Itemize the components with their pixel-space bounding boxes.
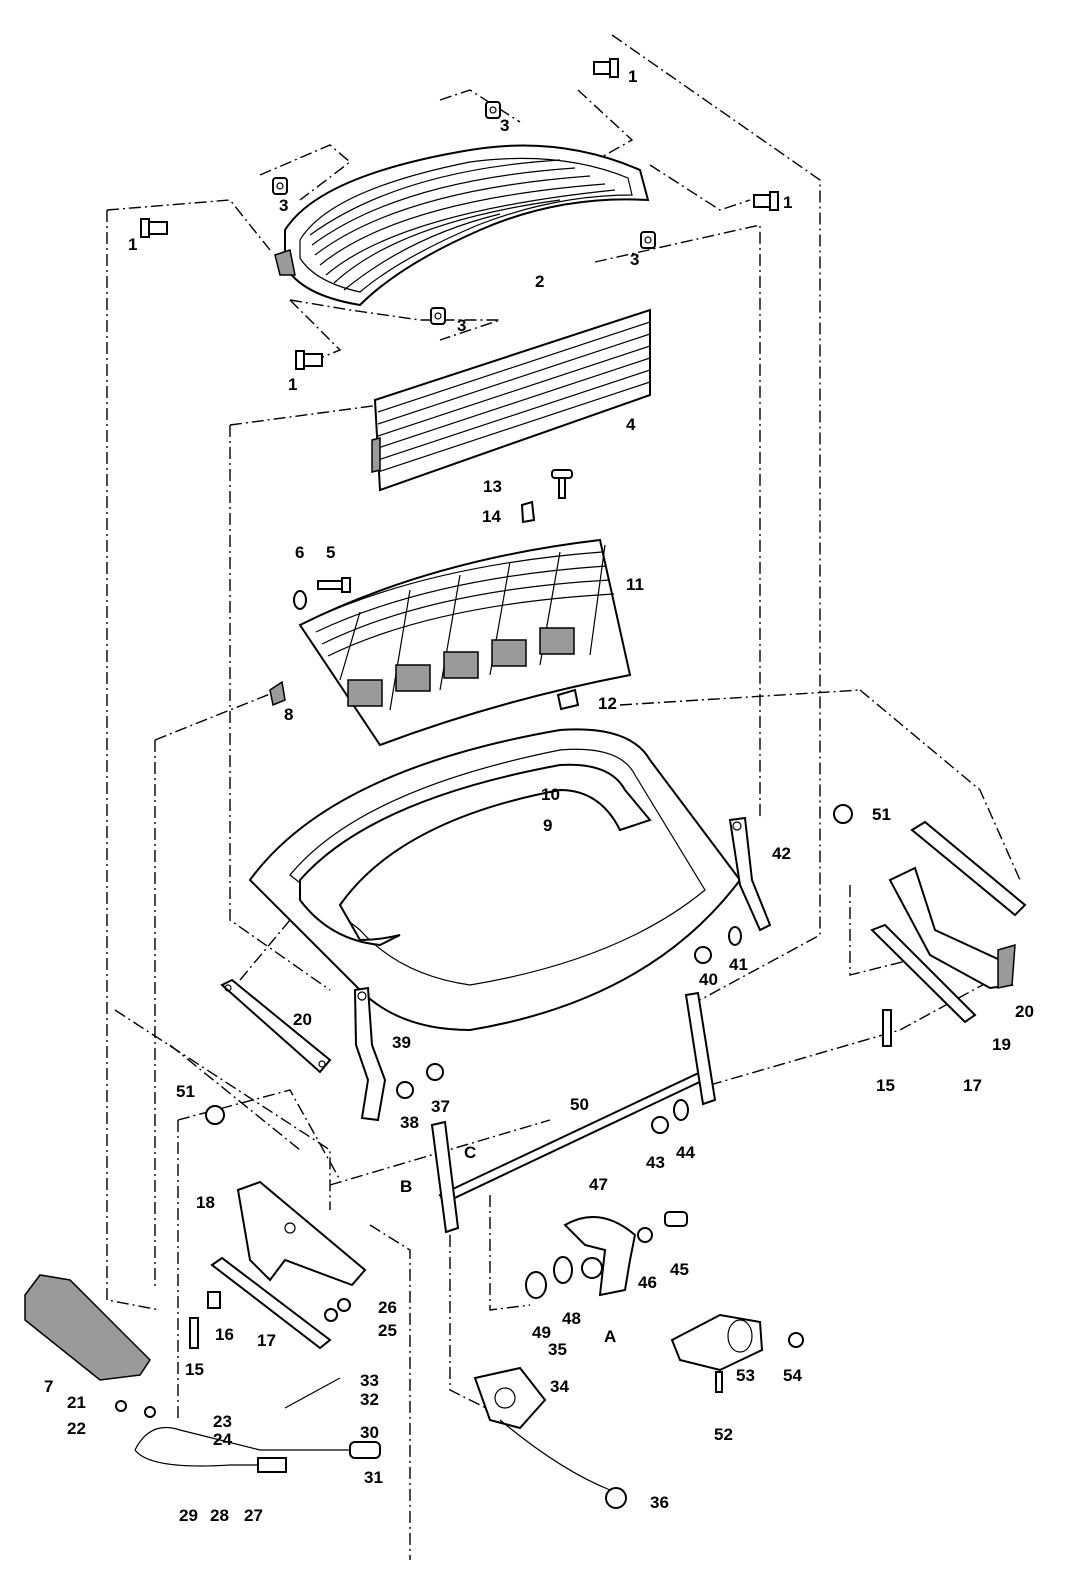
callout-47: 47 bbox=[589, 1175, 608, 1194]
callout-labels: 1 1 1 1 2 3 3 3 3 4 5 6 7 8 9 10 11 12 1… bbox=[44, 67, 1034, 1525]
callout-22: 22 bbox=[67, 1419, 86, 1438]
callout-4: 4 bbox=[626, 415, 636, 434]
detail-label-a: A bbox=[604, 1327, 616, 1346]
actuator-34 bbox=[473, 1366, 627, 1509]
callout-12: 12 bbox=[598, 694, 617, 713]
bolts-part-1 bbox=[140, 58, 779, 370]
callout-8: 8 bbox=[284, 705, 293, 724]
callout-14: 14 bbox=[482, 507, 501, 526]
misc-fasteners bbox=[115, 804, 892, 1418]
callout-35: 35 bbox=[548, 1340, 567, 1359]
part-2-grille-frame bbox=[274, 144, 650, 307]
link-rod-50 bbox=[430, 991, 717, 1234]
callout-1: 1 bbox=[628, 67, 637, 86]
callout-5: 5 bbox=[326, 543, 335, 562]
callout-46: 46 bbox=[638, 1273, 657, 1292]
motor-53 bbox=[670, 1313, 804, 1393]
callout-3: 3 bbox=[500, 116, 509, 135]
callout-45: 45 bbox=[670, 1260, 689, 1279]
cable-assembly-23 bbox=[134, 1377, 381, 1473]
callout-30: 30 bbox=[360, 1423, 379, 1442]
hinge-18 bbox=[210, 1180, 367, 1350]
callout-43: 43 bbox=[646, 1153, 665, 1172]
callout-27: 27 bbox=[244, 1506, 263, 1525]
callout-20: 20 bbox=[1015, 1002, 1034, 1021]
callout-31: 31 bbox=[364, 1468, 383, 1487]
callout-9: 9 bbox=[543, 816, 552, 835]
callout-51: 51 bbox=[176, 1082, 195, 1101]
callout-32: 32 bbox=[360, 1390, 379, 1409]
nuts-part-3 bbox=[272, 101, 656, 325]
detail-label-c: C bbox=[464, 1143, 476, 1162]
callout-18: 18 bbox=[196, 1193, 215, 1212]
hinge-bracket-right bbox=[870, 820, 1027, 1024]
callout-42: 42 bbox=[772, 844, 791, 863]
callout-34: 34 bbox=[550, 1377, 569, 1396]
part-11-grille-insert bbox=[298, 538, 632, 747]
callout-51: 51 bbox=[872, 805, 891, 824]
callout-20: 20 bbox=[293, 1010, 312, 1029]
callout-19: 19 bbox=[992, 1035, 1011, 1054]
callout-37: 37 bbox=[431, 1097, 450, 1116]
callout-48: 48 bbox=[562, 1309, 581, 1328]
leader-lines bbox=[106, 34, 1021, 1560]
callout-41: 41 bbox=[729, 955, 748, 974]
callout-38: 38 bbox=[400, 1113, 419, 1132]
callout-7: 7 bbox=[44, 1377, 53, 1396]
callout-15: 15 bbox=[185, 1360, 204, 1379]
callout-53: 53 bbox=[736, 1366, 755, 1385]
hinge-bracket-20-left bbox=[220, 978, 332, 1074]
engine-lid-panel bbox=[248, 728, 742, 1032]
callout-3: 3 bbox=[457, 316, 466, 335]
detail-label-b: B bbox=[400, 1177, 412, 1196]
callout-36: 36 bbox=[650, 1493, 669, 1512]
callout-21: 21 bbox=[67, 1393, 86, 1412]
callout-11: 11 bbox=[626, 575, 644, 594]
callout-52: 52 bbox=[714, 1425, 733, 1444]
callout-10: 10 bbox=[541, 785, 560, 804]
callout-54: 54 bbox=[783, 1366, 802, 1385]
callout-26: 26 bbox=[378, 1298, 397, 1317]
callout-50: 50 bbox=[570, 1095, 589, 1114]
callout-1: 1 bbox=[783, 193, 792, 212]
callout-13: 13 bbox=[483, 477, 502, 496]
callout-40: 40 bbox=[699, 970, 718, 989]
callout-39: 39 bbox=[392, 1033, 411, 1052]
callout-24: 24 bbox=[213, 1430, 232, 1449]
gear-47 bbox=[525, 1216, 637, 1299]
callout-15: 15 bbox=[876, 1076, 895, 1095]
callout-29: 29 bbox=[179, 1506, 198, 1525]
callout-6: 6 bbox=[295, 543, 304, 562]
callout-33: 33 bbox=[360, 1371, 379, 1390]
callout-2: 2 bbox=[535, 272, 544, 291]
callout-25: 25 bbox=[378, 1321, 397, 1340]
hinge-arm-39 bbox=[353, 986, 387, 1122]
callout-28: 28 bbox=[210, 1506, 229, 1525]
hinge-arm-42 bbox=[728, 816, 772, 932]
callout-49: 49 bbox=[532, 1323, 551, 1342]
callout-1: 1 bbox=[128, 235, 137, 254]
callout-1: 1 bbox=[288, 375, 297, 394]
sensor-cover-7 bbox=[24, 1274, 151, 1381]
part-4-louvre-panel bbox=[371, 308, 651, 492]
callout-17: 17 bbox=[963, 1076, 982, 1095]
callout-44: 44 bbox=[676, 1143, 695, 1162]
callout-3: 3 bbox=[630, 250, 639, 269]
callout-16: 16 bbox=[215, 1325, 234, 1344]
callout-23: 23 bbox=[213, 1412, 232, 1431]
callout-17: 17 bbox=[257, 1331, 276, 1350]
callout-3: 3 bbox=[279, 196, 288, 215]
